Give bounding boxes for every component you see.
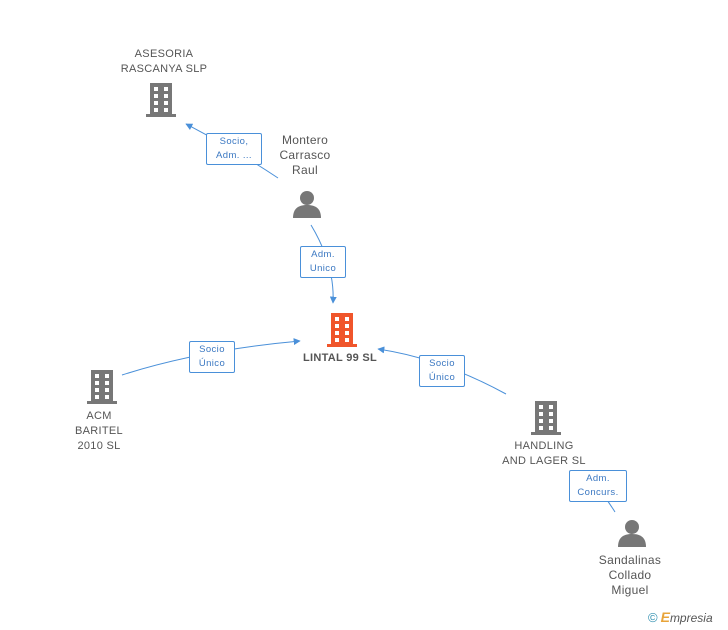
edge-label-line: Único	[198, 358, 226, 369]
edge-label-line: Adm. ...	[216, 150, 252, 161]
node-label-line: 2010 SL	[77, 440, 121, 452]
node-label-line: Montero	[281, 133, 329, 147]
node-label-handling[interactable]: HANDLING AND LAGER SL	[494, 439, 594, 469]
brand-footer: ©Empresia	[648, 609, 713, 625]
node-label-line: Carrasco	[279, 148, 331, 162]
node-label-montero[interactable]: Montero Carrasco Raul	[265, 133, 345, 178]
copyright-icon: ©	[648, 610, 658, 625]
node-label-line: RASCANYA SLP	[120, 63, 208, 75]
edge-label-montero-lintal[interactable]: Adm. Unico	[300, 246, 346, 278]
person-icon-sandalinas[interactable]	[618, 520, 646, 547]
building-icon-handling[interactable]	[531, 401, 561, 435]
node-label-lintal[interactable]: LINTAL 99 SL	[290, 351, 390, 366]
brand-logo-letter: E	[660, 609, 670, 625]
node-label-line: Collado	[608, 568, 652, 582]
node-label-line: Miguel	[611, 583, 649, 597]
edge-label-line: Adm.	[586, 473, 610, 484]
building-icon-asesoria[interactable]	[146, 83, 176, 117]
node-label-asesoria[interactable]: ASESORIA RASCANYA SLP	[104, 47, 224, 77]
node-label-line: ASESORIA	[134, 48, 194, 60]
node-label-line: ACM	[86, 410, 112, 422]
edge-label-acm-lintal[interactable]: Socio Único	[189, 341, 235, 373]
edge-label-line: Socio	[199, 344, 225, 355]
node-label-line: Sandalinas	[598, 553, 662, 567]
building-icon-acm[interactable]	[87, 370, 117, 404]
edge-label-line: Socio	[429, 358, 455, 369]
brand-logo-text: mpresia	[669, 611, 713, 625]
edge-label-line: Único	[428, 372, 456, 383]
edge-label-handling-lintal[interactable]: Socio Único	[419, 355, 465, 387]
person-icon-montero[interactable]	[293, 191, 321, 218]
node-label-line: Raul	[292, 163, 318, 177]
node-label-line: BARITEL	[75, 425, 123, 437]
edge-label-line: Unico	[309, 263, 337, 274]
node-label-acm[interactable]: ACM BARITEL 2010 SL	[59, 409, 139, 454]
node-label-line: AND LAGER SL	[502, 455, 586, 467]
edge-label-montero-asesoria[interactable]: Socio, Adm. ...	[206, 133, 262, 165]
edge-label-line: Concurs.	[577, 487, 619, 498]
edge-label-line: Adm.	[311, 249, 335, 260]
node-label-line: HANDLING	[514, 440, 574, 452]
building-icon-lintal[interactable]	[327, 313, 357, 347]
edge-label-line: Socio,	[219, 136, 249, 147]
edge-label-sandalinas-handling[interactable]: Adm. Concurs.	[569, 470, 627, 502]
node-label-line: LINTAL 99 SL	[302, 352, 378, 364]
node-label-sandalinas[interactable]: Sandalinas Collado Miguel	[590, 553, 670, 598]
